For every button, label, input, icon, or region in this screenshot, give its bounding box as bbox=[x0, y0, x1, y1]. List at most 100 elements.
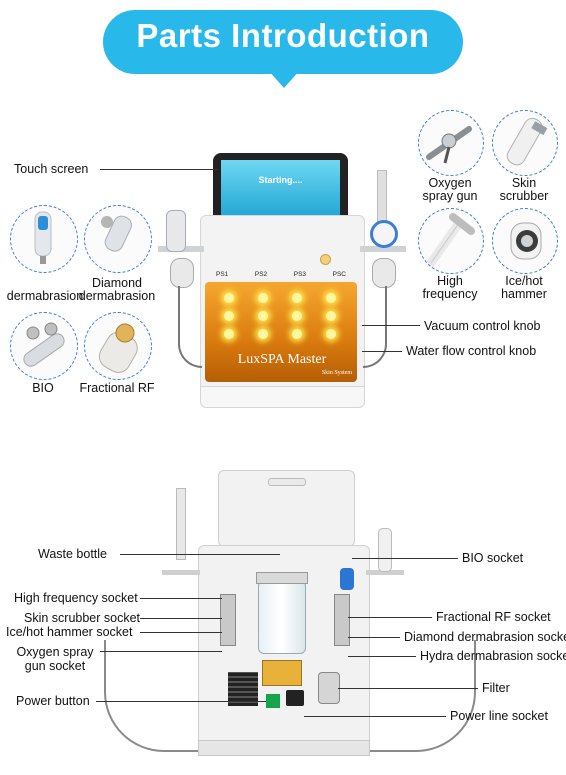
filter-part bbox=[318, 672, 340, 704]
back-base bbox=[198, 740, 370, 756]
light-bulb bbox=[292, 311, 302, 321]
port-label-ps2: PS2 bbox=[254, 271, 268, 278]
diamond-label-line1: Diamond bbox=[91, 276, 143, 290]
label-plate bbox=[262, 660, 302, 686]
light-bulb bbox=[258, 293, 268, 303]
light-bulb bbox=[258, 329, 268, 339]
diamond-dermabrasion-image bbox=[84, 205, 152, 273]
dermabrasion-handpiece-icon bbox=[34, 211, 52, 264]
fractional-rf-socket-label: Fractional RF socket bbox=[436, 610, 551, 624]
waste-bottle-label: Waste bottle bbox=[38, 547, 108, 561]
skin-scrubber-image bbox=[492, 110, 558, 176]
left-back-hose bbox=[104, 640, 226, 752]
power-line-socket[interactable] bbox=[286, 690, 304, 706]
power-button-label: Power button bbox=[16, 694, 90, 708]
light-bulb bbox=[258, 311, 268, 321]
oxygen-socket-leader bbox=[100, 651, 222, 652]
port-labels: PS1 PS2 PS3 PSC bbox=[216, 271, 346, 278]
status-light bbox=[320, 254, 331, 265]
oxygen-label-line2: spray gun bbox=[422, 189, 478, 203]
left-hoses bbox=[178, 286, 202, 368]
fractional-rf-image bbox=[84, 312, 152, 380]
right-socket-column bbox=[334, 594, 350, 646]
skin-scrubber-icon bbox=[506, 117, 548, 166]
oxygen-socket-label-line2: gun socket bbox=[24, 659, 86, 673]
light-bulb bbox=[326, 311, 336, 321]
power-button[interactable] bbox=[266, 694, 280, 708]
left-handpiece-holder bbox=[166, 210, 186, 252]
high-frequency-icon bbox=[426, 213, 475, 268]
dermabrasion-label: dermabrasion bbox=[6, 289, 84, 303]
title-banner-pointer bbox=[268, 70, 300, 88]
right-round-handpiece bbox=[372, 258, 396, 288]
high-frequency-socket-leader bbox=[140, 598, 222, 599]
right-tray bbox=[360, 246, 406, 252]
right-scrubber bbox=[378, 528, 392, 572]
left-shelf bbox=[162, 570, 200, 575]
power-line-socket-label: Power line socket bbox=[450, 709, 548, 723]
bio-image bbox=[10, 312, 78, 380]
right-ring-handpiece bbox=[370, 220, 398, 248]
bio-label: BIO bbox=[32, 381, 54, 395]
port-label-psc: PSC bbox=[332, 271, 346, 278]
ice-hot-hammer-icon bbox=[510, 222, 542, 260]
high-frequency-label-line1: High bbox=[437, 274, 463, 288]
bio-socket-leader bbox=[352, 558, 458, 559]
skin-scrubber-socket-label: Skin scrubber socket bbox=[24, 611, 141, 625]
filter-label: Filter bbox=[482, 681, 510, 695]
vacuum-knob-leader bbox=[362, 325, 420, 326]
skin-scrubber-socket-leader bbox=[140, 618, 222, 619]
right-brush-handpiece bbox=[377, 170, 387, 222]
skin-label-line1: Skin bbox=[511, 176, 537, 190]
light-bulb bbox=[292, 329, 302, 339]
diamond-handpiece-icon bbox=[101, 215, 132, 252]
vacuum-knob-label: Vacuum control knob bbox=[424, 319, 541, 333]
skin-label-line2: scrubber bbox=[499, 189, 549, 203]
power-button-leader bbox=[96, 701, 266, 702]
light-bulb bbox=[326, 293, 336, 303]
touch-screen-label: Touch screen bbox=[14, 162, 89, 176]
port-label-ps1: PS1 bbox=[216, 271, 229, 278]
touch-screen-display bbox=[221, 160, 340, 218]
port-label-ps3: PS3 bbox=[293, 271, 307, 278]
ice-hammer-socket-leader bbox=[140, 632, 222, 633]
brand-subtitle: Skin System bbox=[321, 370, 352, 376]
bio-handpiece-icon bbox=[23, 322, 65, 367]
oxygen-spray-gun-image bbox=[418, 110, 484, 176]
lid-handle bbox=[268, 478, 306, 486]
oxygen-socket-label-line1: Oxygen spray bbox=[16, 645, 94, 659]
water-knob-label: Water flow control knob bbox=[406, 344, 537, 358]
left-socket-column bbox=[220, 594, 236, 646]
light-bulb bbox=[326, 329, 336, 339]
hydra-socket-leader bbox=[348, 656, 416, 657]
filter-leader bbox=[338, 688, 478, 689]
light-bulb bbox=[224, 329, 234, 339]
screen-text: Starting.... bbox=[258, 175, 303, 185]
right-back-hose bbox=[344, 640, 476, 752]
high-frequency-label-line2: frequency bbox=[422, 287, 478, 301]
oxygen-spray-gun-icon bbox=[426, 126, 472, 164]
waste-bottle-leader bbox=[120, 554, 280, 555]
right-shelf bbox=[366, 570, 404, 575]
ice-hammer-socket-label: Ice/hot hammer socket bbox=[6, 625, 133, 639]
diamond-label-line2: dermabrasion bbox=[78, 289, 156, 303]
fan-grille bbox=[228, 672, 258, 706]
fractional-rf-socket-leader bbox=[348, 617, 432, 618]
device-base bbox=[200, 386, 365, 408]
light-bulb bbox=[224, 311, 234, 321]
oxygen-label-line1: Oxygen bbox=[428, 176, 472, 190]
bio-socket-label: BIO socket bbox=[462, 551, 524, 565]
bio-socket-badge bbox=[340, 568, 354, 590]
hydra-socket-label: Hydra dermabrasion socket bbox=[420, 649, 566, 663]
title-banner bbox=[103, 10, 463, 74]
bottle-cap bbox=[256, 572, 308, 584]
ice-label-line1: Ice/hot bbox=[505, 274, 543, 288]
water-knob-leader bbox=[362, 351, 402, 352]
diamond-socket-leader bbox=[348, 637, 400, 638]
waste-bottle bbox=[258, 580, 306, 654]
diamond-socket-label: Diamond dermabrasion socket bbox=[404, 630, 566, 644]
touch-screen-leader bbox=[100, 169, 218, 170]
left-brush bbox=[176, 488, 186, 560]
high-frequency-image bbox=[418, 208, 484, 274]
high-frequency-socket-label: High frequency socket bbox=[14, 591, 138, 605]
